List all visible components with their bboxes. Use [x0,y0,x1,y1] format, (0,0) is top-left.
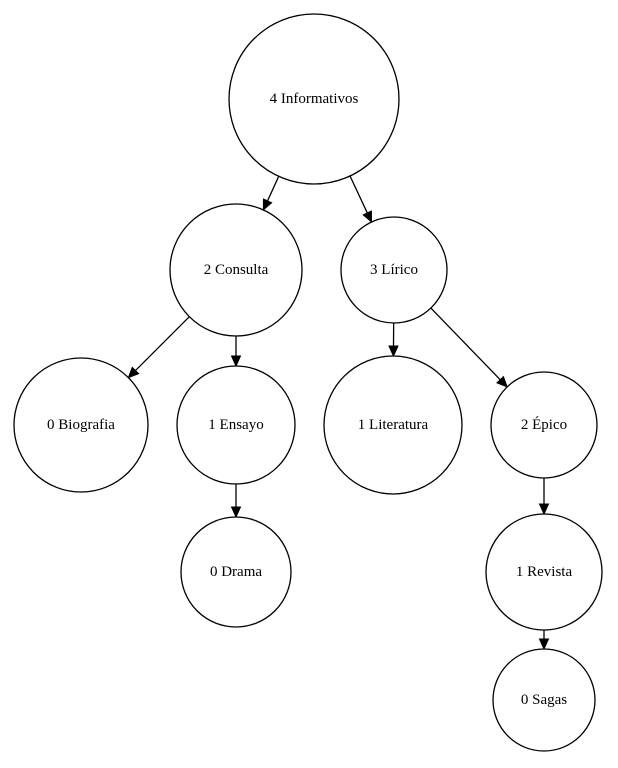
node-sagas: 0 Sagas [492,648,596,752]
node-label-consulta: 2 Consulta [204,262,269,278]
node-circle-revista [485,513,603,631]
nodes-layer: 4 Informativos 2 Consulta 3 Lírico 0 Biogra… [13,13,603,752]
arrowhead-epico-to-revista [538,503,550,516]
node-circle-biografia [13,357,149,493]
node-biografia: 0 Biografia [13,357,149,493]
arrowhead-lirico-to-epico [496,375,508,388]
node-label-literatura: 1 Literatura [358,417,429,433]
node-circle-sagas [492,648,596,752]
edge-consulta-to-biografia [134,316,190,372]
edge-informativos-to-lirico [349,175,368,214]
node-circle-epico [490,371,598,479]
node-lirico: 3 Lírico [340,216,448,324]
node-consulta: 2 Consulta [169,203,303,337]
node-label-revista: 1 Revista [516,564,573,580]
node-label-drama: 0 Drama [210,564,262,580]
arrowhead-consulta-to-ensayo [230,355,242,368]
arrowhead-informativos-to-consulta [262,198,273,212]
node-label-biografia: 0 Biografia [47,417,115,433]
arrowhead-informativos-to-lirico [362,210,373,224]
node-revista: 1 Revista [485,513,603,631]
arrowhead-ensayo-to-drama [230,506,242,519]
node-ensayo: 1 Ensayo [176,365,296,485]
edges-layer [127,175,550,651]
node-epico: 2 Épico [490,371,598,479]
node-circle-lirico [340,216,448,324]
edge-informativos-to-consulta [266,176,280,202]
node-circle-informativos [228,13,400,185]
node-literatura: 1 Literatura [323,355,463,495]
node-label-ensayo: 1 Ensayo [208,417,263,433]
node-circle-literatura [323,355,463,495]
node-label-lirico: 3 Lírico [370,262,418,278]
arrowhead-consulta-to-biografia [127,366,140,379]
node-drama: 0 Drama [180,516,292,628]
node-label-sagas: 0 Sagas [521,692,567,708]
node-informativos: 4 Informativos [228,13,400,185]
arrowhead-revista-to-sagas [538,638,550,651]
node-circle-ensayo [176,365,296,485]
edge-lirico-to-epico [430,307,501,381]
node-circle-consulta [169,203,303,337]
node-label-informativos: 4 Informativos [270,91,359,107]
arrowhead-lirico-to-literatura [388,345,399,358]
node-label-epico: 2 Épico [521,416,567,433]
node-circle-drama [180,516,292,628]
